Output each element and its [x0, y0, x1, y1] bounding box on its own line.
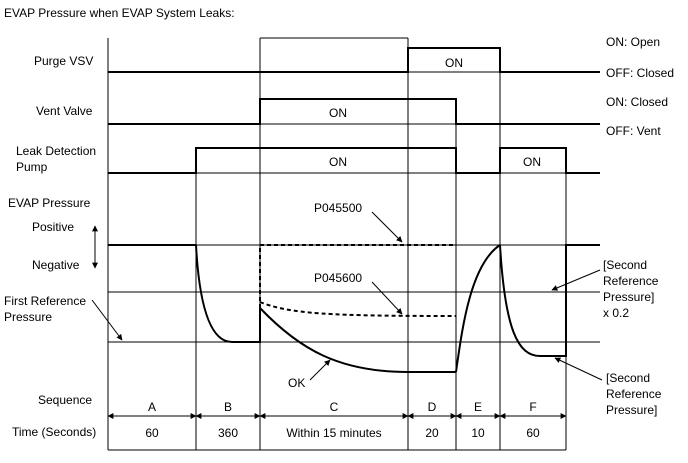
sequence-step-e: E [474, 400, 482, 414]
positive-label: Positive [32, 220, 74, 234]
first-ref-label-line1: First Reference [4, 294, 86, 308]
first-ref-leader [91, 299, 123, 341]
evap-pressure-label: EVAP Pressure [8, 196, 91, 210]
vent-valve-label: Vent Valve [36, 104, 93, 118]
vent-on-closed-label: ON: Closed [606, 95, 668, 109]
ok-leader [309, 359, 331, 381]
leak-pump-on-label-1: ON [329, 155, 347, 169]
purge-vsv-signal [108, 47, 600, 73]
leak-dashed-curves [259, 244, 457, 317]
time-f: 60 [526, 426, 540, 440]
sequence-label: Sequence [38, 393, 92, 407]
pressure-reference-lines [108, 244, 600, 343]
vent-off-vent-label: OFF: Vent [606, 124, 661, 138]
second-ref-leader [554, 357, 603, 381]
purge-vsv-label: Purge VSV [34, 54, 93, 68]
second-ref-line2: Reference [606, 387, 662, 401]
ok-label: OK [288, 376, 305, 390]
second-ref-ratio-line4: x 0.2 [603, 306, 629, 320]
negative-label: Negative [32, 258, 80, 272]
purge-on-open-label: ON: Open [606, 35, 660, 49]
sequence-step-d: D [428, 400, 437, 414]
purge-off-closed-label: OFF: Closed [606, 66, 674, 80]
vent-valve-on-label: ON [329, 106, 347, 120]
second-ref-ratio-line2: Reference [603, 274, 659, 288]
time-d: 20 [425, 426, 439, 440]
first-ref-label-line2: Pressure [4, 310, 52, 324]
second-ref-ratio-line1: [Second [603, 258, 647, 272]
code-lower-label: P045600 [314, 271, 362, 285]
code-upper-label: P045500 [314, 201, 362, 215]
leak-pump-label-line2: Pump [16, 160, 48, 174]
second-ref-line1: [Second [606, 371, 650, 385]
second-ref-ratio-leader [551, 269, 601, 291]
second-ref-line3: Pressure] [606, 403, 657, 417]
sequence-step-b: B [224, 400, 232, 414]
sequence-step-c: C [330, 400, 339, 414]
sequence-step-f: F [529, 400, 536, 414]
time-label: Time (Seconds) [12, 425, 96, 439]
sequence-step-a: A [148, 400, 156, 414]
second-ref-ratio-line3: Pressure] [603, 290, 654, 304]
vent-valve-signal [108, 98, 600, 125]
time-a: 60 [145, 426, 159, 440]
time-b: 360 [218, 426, 238, 440]
time-e: 10 [471, 426, 485, 440]
time-c: Within 15 minutes [286, 426, 381, 440]
evap-pressure-curve [108, 244, 600, 373]
code-upper-leader [371, 211, 403, 243]
leak-pump-label-line1: Leak Detection [16, 144, 96, 158]
leak-pump-on-label-2: ON [523, 155, 541, 169]
purge-vsv-on-label: ON [445, 56, 463, 70]
code-lower-leader [371, 281, 403, 315]
diagram-title: EVAP Pressure when EVAP System Leaks: [4, 6, 235, 20]
leak-pump-signal [108, 147, 600, 174]
